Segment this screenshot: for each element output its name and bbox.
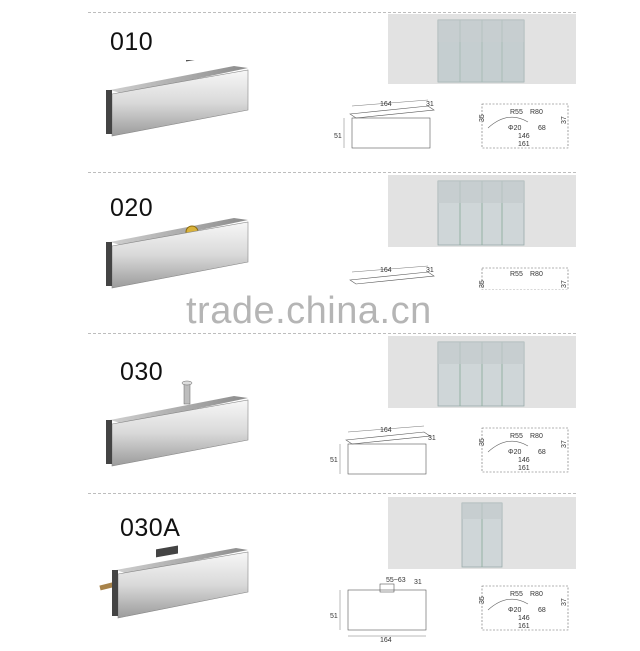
profile-h1: 35 <box>479 596 486 604</box>
profile-w2: 146 <box>518 133 530 140</box>
dimension-thickness: 31 <box>428 435 436 442</box>
patch-fitting-photo-030 <box>106 380 249 467</box>
profile-r1: R55 <box>510 271 523 278</box>
profile-h2: 37 <box>561 598 568 606</box>
profile-r2: R80 <box>530 109 543 116</box>
profile-r1: R55 <box>510 591 523 598</box>
profile-h2: 37 <box>561 116 568 124</box>
profile-w1: 68 <box>538 449 546 456</box>
glass-door-illustration <box>437 180 525 246</box>
profile-w3: 161 <box>518 465 530 472</box>
watermark: trade.china.cn <box>186 290 432 332</box>
profile-diameter: Φ20 <box>508 607 521 614</box>
product-code-010: 010 <box>110 28 154 56</box>
dimension-height: 51 <box>330 457 338 464</box>
profile-h1: 35 <box>479 280 486 288</box>
dimension-thickness: 31 <box>426 101 434 108</box>
product-code-030A: 030A <box>120 514 181 542</box>
product-code-030: 030 <box>120 358 164 386</box>
profile-r2: R80 <box>530 591 543 598</box>
dimension-width: 164 <box>380 267 392 274</box>
door-installation-scene-010 <box>388 14 576 84</box>
profile-w1: 68 <box>538 125 546 132</box>
profile-diameter: Φ20 <box>508 449 521 456</box>
glass-door-illustration <box>461 502 503 568</box>
profile-r2: R80 <box>530 271 543 278</box>
dimension-drawing-front-020: 164 31 <box>349 265 435 285</box>
profile-r1: R55 <box>510 109 523 116</box>
patch-fitting-photo-030A <box>99 545 249 619</box>
patch-fitting-photo-020 <box>106 218 249 289</box>
section-divider <box>88 172 576 173</box>
profile-w1: 68 <box>538 607 546 614</box>
profile-drawing-020: R55 R80 35 37 <box>479 267 569 290</box>
dimension-width: 164 <box>380 101 392 108</box>
product-code-020: 020 <box>110 194 154 222</box>
profile-w3: 161 <box>518 623 530 630</box>
profile-diameter: Φ20 <box>508 125 521 132</box>
dimension-width: 164 <box>380 637 392 644</box>
profile-w2: 146 <box>518 457 530 464</box>
dimension-thickness: 31 <box>426 267 434 274</box>
profile-r1: R55 <box>510 433 523 440</box>
door-installation-scene-030A <box>388 497 576 569</box>
profile-w3: 161 <box>518 141 530 148</box>
dimension-height: 51 <box>330 613 338 620</box>
profile-drawing-010: R55 R80 35 37 Φ20 68 146 161 <box>479 103 569 149</box>
dimension-range: 55~63 <box>386 577 406 584</box>
profile-drawing-030: R55 R80 35 37 Φ20 68 146 161 <box>479 427 569 473</box>
dimension-width: 164 <box>380 427 392 434</box>
door-installation-scene-020 <box>388 175 576 247</box>
profile-drawing-030A: R55 R80 35 37 Φ20 68 146 161 <box>479 585 569 631</box>
profile-h1: 35 <box>479 438 486 446</box>
profile-r2: R80 <box>530 433 543 440</box>
section-divider <box>88 12 576 13</box>
dimension-drawing-front-010: 164 31 51 <box>334 99 435 149</box>
section-divider <box>88 333 576 334</box>
profile-h2: 37 <box>561 280 568 288</box>
door-installation-scene-030 <box>388 336 576 408</box>
patch-fitting-photo-010 <box>106 60 249 137</box>
dimension-thickness: 31 <box>414 579 422 586</box>
glass-door-illustration <box>437 341 525 407</box>
section-divider <box>88 493 576 494</box>
profile-w2: 146 <box>518 615 530 622</box>
dimension-drawing-front-030A: 55~63 31 51 164 <box>330 577 427 644</box>
profile-h1: 35 <box>479 114 486 122</box>
dimension-height: 51 <box>334 133 342 140</box>
glass-door-illustration <box>437 19 525 83</box>
profile-h2: 37 <box>561 440 568 448</box>
dimension-drawing-front-030: 164 31 51 <box>330 425 436 475</box>
